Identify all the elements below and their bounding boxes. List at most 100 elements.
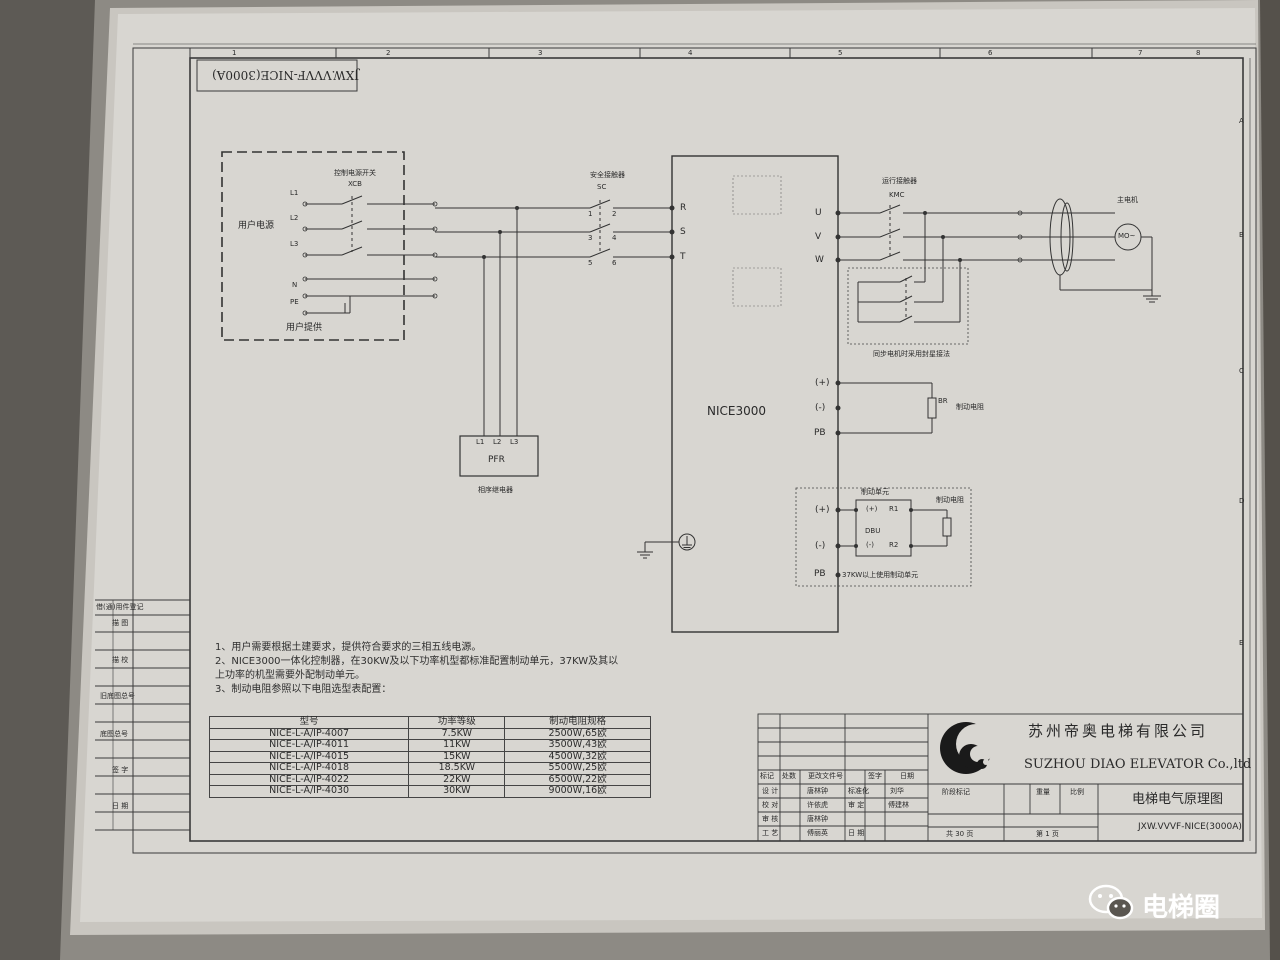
table-cell: NICE-L-A/IP-4018 [208, 762, 410, 775]
table-row: NICE-L-A/IP-4011 11KW 3500W,43欧 [208, 739, 651, 752]
inverter-output-label: V [815, 232, 822, 242]
margin-label: 底图总号 [100, 730, 128, 738]
terminal-label: PE [290, 298, 299, 306]
company-name-cn: 苏州帝奥电梯有限公司 [1028, 722, 1209, 740]
tb-role: 审 核 [762, 815, 779, 823]
table-cell: 3500W,43欧 [504, 739, 651, 752]
inverter-output-label: W [815, 255, 824, 265]
margin-label: 签 字 [112, 766, 129, 774]
star-connection-note: 同步电机时采用封星接法 [873, 350, 950, 358]
table-cell: 4500W,32欧 [504, 750, 651, 763]
col-number: 8 [1196, 49, 1201, 57]
brake-unit-core: DBU [865, 527, 881, 535]
table-cell: 7.5KW [408, 727, 506, 740]
table-row: NICE-L-A/IP-4015 15KW 4500W,32欧 [208, 750, 651, 763]
tb-header-cell: 标记 [760, 772, 774, 780]
terminal-label: L1 [290, 189, 299, 197]
brake-unit-terminal: R2 [889, 541, 899, 549]
tb-role: 工 艺 [762, 829, 779, 837]
brake-unit-resistor: 制动电阻 [936, 496, 964, 504]
tb-signer: 唐林钟 [807, 815, 828, 823]
margin-label: 借(通)用件登记 [96, 603, 144, 611]
table-row: NICE-L-A/IP-4018 18.5KW 5500W,25欧 [208, 762, 651, 775]
pfr-pin: L3 [510, 438, 519, 446]
table-cell: 30KW [408, 785, 506, 798]
sc-pin: 2 [612, 210, 617, 218]
drawing-number: JXW.VVVF-NICE(3000A) [1138, 822, 1242, 832]
col-number: 4 [688, 49, 693, 57]
tb-signer: 傅建林 [888, 801, 909, 809]
brake-unit-terminal: (-) [866, 541, 874, 549]
inverter-dc-label: PB [814, 569, 826, 579]
terminal-label: L3 [290, 240, 299, 248]
tb-header-cell: 处数 [782, 772, 796, 780]
user-supply-title: 用户电源 [238, 221, 275, 231]
row-letter: C [1239, 367, 1244, 375]
col-number: 6 [988, 49, 993, 57]
col-number: 3 [538, 49, 543, 57]
table-cell: NICE-L-A/IP-4007 [208, 727, 410, 740]
brake-unit-title: 制动单元 [861, 488, 889, 496]
margin-label: 旧底图总号 [100, 692, 135, 700]
tb-role: 日 期 [848, 829, 865, 837]
row-letter: A [1239, 117, 1244, 125]
tb-scale: 比例 [1070, 788, 1084, 796]
table-cell: 11KW [408, 739, 506, 752]
table-header: 型号 [208, 716, 410, 729]
control-switch-tag: XCB [348, 180, 362, 188]
sc-pin: 1 [588, 210, 593, 218]
row-letter: B [1239, 231, 1244, 239]
inverter-dc-label: (+) [815, 378, 830, 388]
tb-sheets-total: 共 30 页 [946, 830, 974, 838]
motor-symbol: MO~ [1118, 232, 1136, 240]
tb-weight: 重量 [1036, 788, 1050, 796]
brake-resistor-tag: BR [938, 397, 948, 405]
table-cell: 15KW [408, 750, 506, 763]
sc-pin: 4 [612, 234, 617, 242]
inverter-input-label: T [680, 252, 686, 262]
table-cell: 9000W,16欧 [504, 785, 651, 798]
tb-stage-mark: 阶段标记 [942, 788, 970, 796]
inverter-name: NICE3000 [707, 404, 767, 418]
table-cell: 22KW [408, 773, 506, 786]
tb-header-cell: 日期 [900, 772, 914, 780]
sc-pin: 5 [588, 259, 593, 267]
row-letter: E [1239, 639, 1244, 647]
safety-contactor-title: 安全接触器 [590, 171, 625, 179]
pfr-pin: L1 [476, 438, 485, 446]
tb-sheet-no: 第 1 页 [1036, 830, 1059, 838]
drawing-title: 电梯电气原理图 [1132, 792, 1224, 807]
brake-unit-terminal: R1 [889, 505, 899, 513]
col-number: 1 [232, 49, 237, 57]
sc-pin: 3 [588, 234, 593, 242]
tb-signer: 刘华 [890, 787, 904, 795]
tb-role: 设 计 [762, 787, 779, 795]
inverter-input-label: S [680, 227, 686, 237]
tb-signer: 傅丽英 [807, 829, 828, 837]
terminal-label: N [292, 281, 298, 289]
note-line: 上功率的机型需要外配制动单元。 [215, 670, 365, 681]
inverter-output-label: U [815, 208, 822, 218]
tb-header-cell: 更改文件号 [808, 772, 843, 780]
table-cell: NICE-L-A/IP-4015 [208, 750, 410, 763]
notes: 1、用户需要根据土建要求，提供符合要求的三相五线电源。 2、NICE3000一体… [215, 641, 618, 697]
terminal-label: L2 [290, 214, 299, 222]
user-supply-footer: 用户提供 [286, 323, 323, 333]
table-header-row: 型号 功率等级 制动电阻规格 [208, 716, 651, 729]
tb-role: 标准化 [848, 787, 869, 795]
table-row: NICE-L-A/IP-4007 7.5KW 2500W,65欧 [208, 727, 651, 740]
table-header: 功率等级 [408, 716, 506, 729]
table-header: 制动电阻规格 [504, 716, 651, 729]
note-line: 2、NICE3000一体化控制器，在30KW及以下功率机型都标准配置制动单元，3… [215, 656, 619, 667]
motor-title: 主电机 [1117, 196, 1138, 204]
col-number: 7 [1138, 49, 1143, 57]
brake-resistor-label: 制动电阻 [956, 403, 984, 411]
margin-label: 描 图 [112, 619, 129, 627]
inverter-input-label: R [680, 203, 687, 213]
brake-unit-terminal: (+) [866, 505, 878, 513]
tb-header-cell: 签字 [868, 772, 882, 780]
run-contactor-tag: KMC [889, 191, 905, 199]
table-cell: NICE-L-A/IP-4030 [208, 785, 410, 798]
watermark-text: 电梯圈 [1142, 893, 1221, 923]
